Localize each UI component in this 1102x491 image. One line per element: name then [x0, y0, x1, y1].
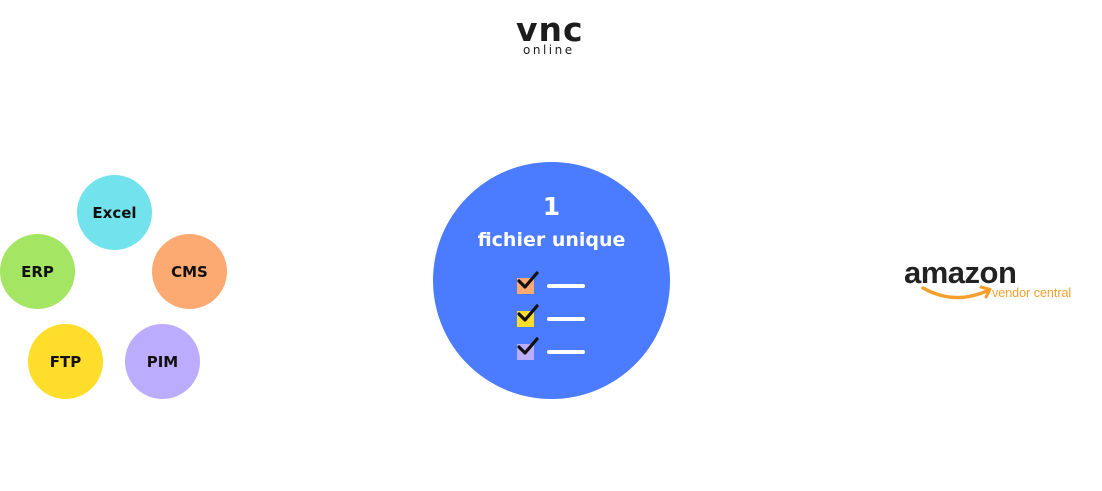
checkmark-icon	[517, 304, 539, 322]
checklist-line	[547, 317, 585, 321]
checkmark-icon	[517, 337, 539, 355]
logo-sub-text: online	[523, 43, 575, 57]
source-excel: Excel	[77, 175, 152, 250]
checklist-line	[547, 284, 585, 288]
amazon-vendor-central-logo: amazon vendor central	[904, 255, 1089, 308]
source-ftp: FTP	[28, 324, 103, 399]
hub-number: 1	[542, 192, 561, 221]
source-excel-label: Excel	[92, 203, 137, 222]
source-pim: PIM	[125, 324, 200, 399]
single-file-hub: 1 fichier unique	[433, 162, 670, 399]
vendor-central-text: vendor central	[992, 286, 1072, 300]
checklist-item	[517, 337, 587, 362]
source-ftp-label: FTP	[49, 352, 82, 371]
hub-label: fichier unique	[477, 229, 626, 251]
amazon-smile-arrow-icon	[921, 285, 992, 300]
checkmark-icon	[517, 271, 539, 289]
checklist-item	[517, 304, 587, 329]
logo-main-text: vnc	[516, 10, 584, 49]
vnc-online-logo: vnc online	[510, 12, 600, 58]
amazon-brand-text: amazon	[904, 255, 1017, 290]
checklist-line	[547, 350, 585, 354]
source-cms-label: CMS	[171, 262, 208, 281]
source-pim-label: PIM	[146, 352, 179, 371]
checklist-item	[517, 271, 587, 296]
source-cms: CMS	[152, 234, 227, 309]
source-erp: ERP	[0, 234, 75, 309]
source-erp-label: ERP	[21, 262, 54, 281]
